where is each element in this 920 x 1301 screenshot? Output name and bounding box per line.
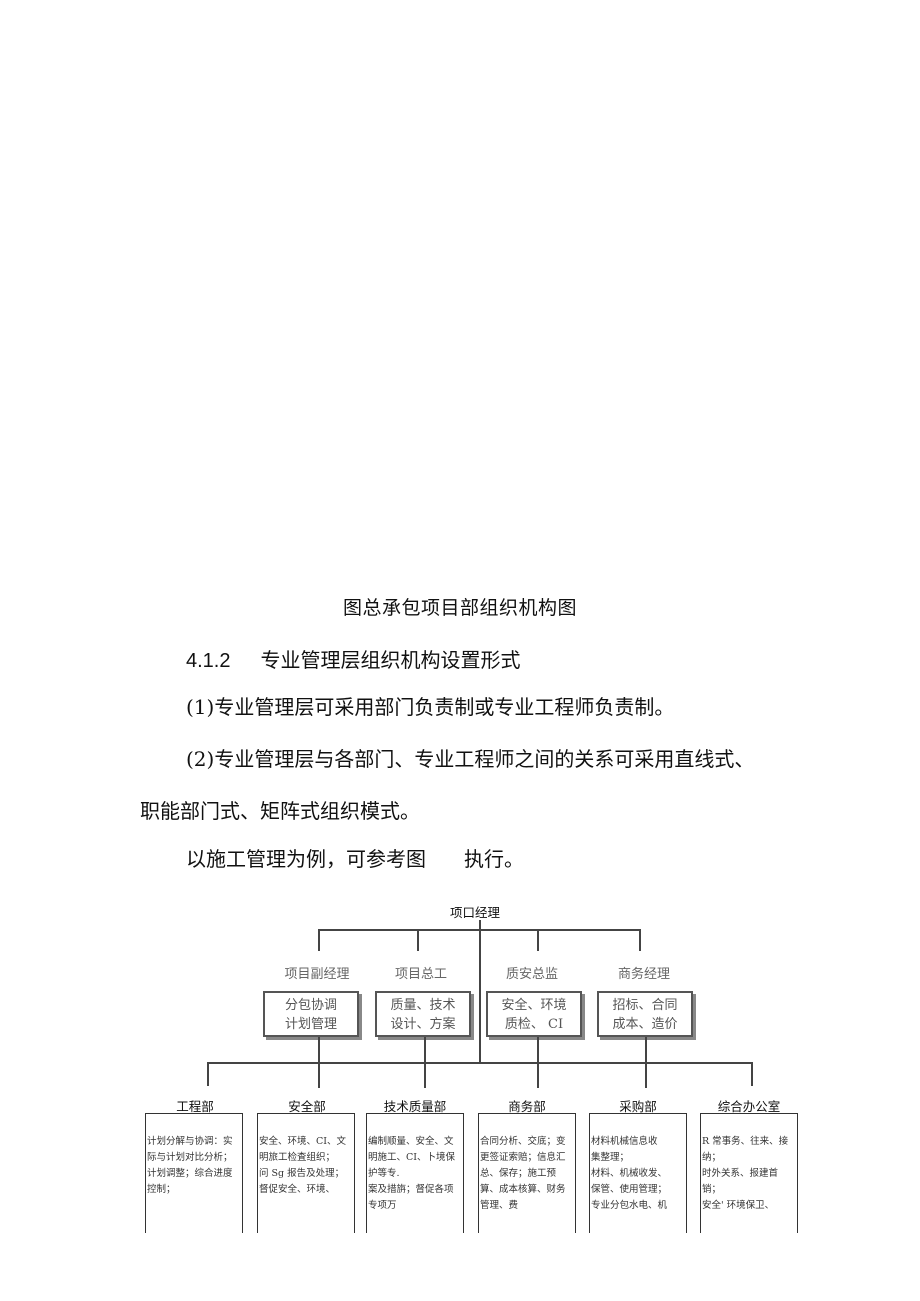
mid-title-2: 项目总工 (394, 967, 447, 982)
dept-title-3: 技术质量部 (383, 1099, 447, 1114)
org-mid-drop (318, 929, 320, 951)
mid-box-line: 计划管理 (284, 1017, 337, 1032)
mid-box-line: 质检、 CI (504, 1017, 564, 1032)
dept-drop (207, 1062, 209, 1086)
dept-title-6: 综合办公室 (717, 1099, 781, 1114)
org-mid-drop (537, 929, 539, 951)
mid-title-4: 商务经理 (617, 967, 670, 982)
mid-box-3: 安全、环境 质检、 CI (486, 991, 582, 1037)
org-spine-line (479, 920, 481, 1063)
org-mid-connector (318, 929, 641, 931)
dept-box-6: R 常事务、往来、接 纳； 时外关系、报建首 销； 安全' 环境保卫、 (700, 1113, 798, 1233)
mid-box-line: 成本、造价 (612, 1017, 678, 1032)
dept-box-2: 安全、环境、CI、文 明旅工检査组织； 问 Sg 报告及处理； 督促安全、环境、 (257, 1113, 355, 1233)
dept-title-5: 采购部 (619, 1099, 657, 1114)
dept-box-3: 编制顺量、安全、文 明施工、CI、卜境保 护等专. 案及措旃；督促各项 专项万 (366, 1113, 464, 1233)
paragraph-1: (1)专业管理层可采用部门负责制或专业工程师负责制。 (186, 695, 675, 719)
mid-box-line: 质量、技术 (390, 998, 456, 1013)
paragraph-3: 以施工管理为例，可参考图 执行。 (186, 843, 524, 872)
dept-box-5: 材料机械信息收 集整理； 材料、机械收发、 保管、使用管理； 专业分包水电、机 (589, 1113, 687, 1233)
paragraph-2: (2)专业管理层与各部门、专业工程师之间的关系可采用直线式、 (186, 747, 755, 771)
dept-drop (751, 1062, 753, 1086)
mid-box-2: 质量、技术 设计、方案 (375, 991, 471, 1037)
figure-caption: 图总承包项目部组织机构图 (342, 597, 577, 619)
mid-box-line: 招标、合同 (612, 998, 678, 1013)
mid-box-line: 安全、环境 (501, 998, 567, 1013)
org-dept-connector (207, 1062, 752, 1064)
org-mid-drop (639, 929, 641, 951)
mid-title-1: 项目副经理 (284, 967, 350, 982)
section-heading: 4.1.2 专业管理层组织机构设置形式 (186, 644, 520, 673)
org-mid-drop (417, 929, 419, 951)
org-top-node: 项口经理 (449, 905, 500, 920)
paragraph-3-text: 以施工管理为例，可参考图 (186, 847, 426, 871)
mid-box-4: 招标、合同 成本、造价 (597, 991, 693, 1037)
dept-title-4: 商务部 (508, 1099, 546, 1114)
paragraph-2-continued: 职能部门式、矩阵式组织模式。 (140, 799, 420, 823)
dept-title-1: 工程部 (176, 1099, 214, 1114)
dept-title-2: 安全部 (288, 1099, 326, 1114)
mid-title-3: 质安总监 (505, 967, 558, 982)
dept-box-1: 计划分解与协调：实 际与计划对比分析； 计划调整；综合进度 控制； (145, 1113, 243, 1233)
mid-box-1: 分包协调 计划管理 (263, 991, 359, 1037)
mid-box-line: 设计、方案 (390, 1017, 456, 1032)
dept-box-4: 合同分析、交底；变 更签证索赔；信息汇 总、保存；施工预 算、成本核算、财务 管… (478, 1113, 576, 1233)
paragraph-3-end: 执行。 (464, 847, 524, 871)
section-title: 专业管理层组织机构设置形式 (260, 648, 521, 672)
section-number: 4.1.2 (186, 650, 231, 672)
mid-box-line: 分包协调 (284, 998, 337, 1013)
